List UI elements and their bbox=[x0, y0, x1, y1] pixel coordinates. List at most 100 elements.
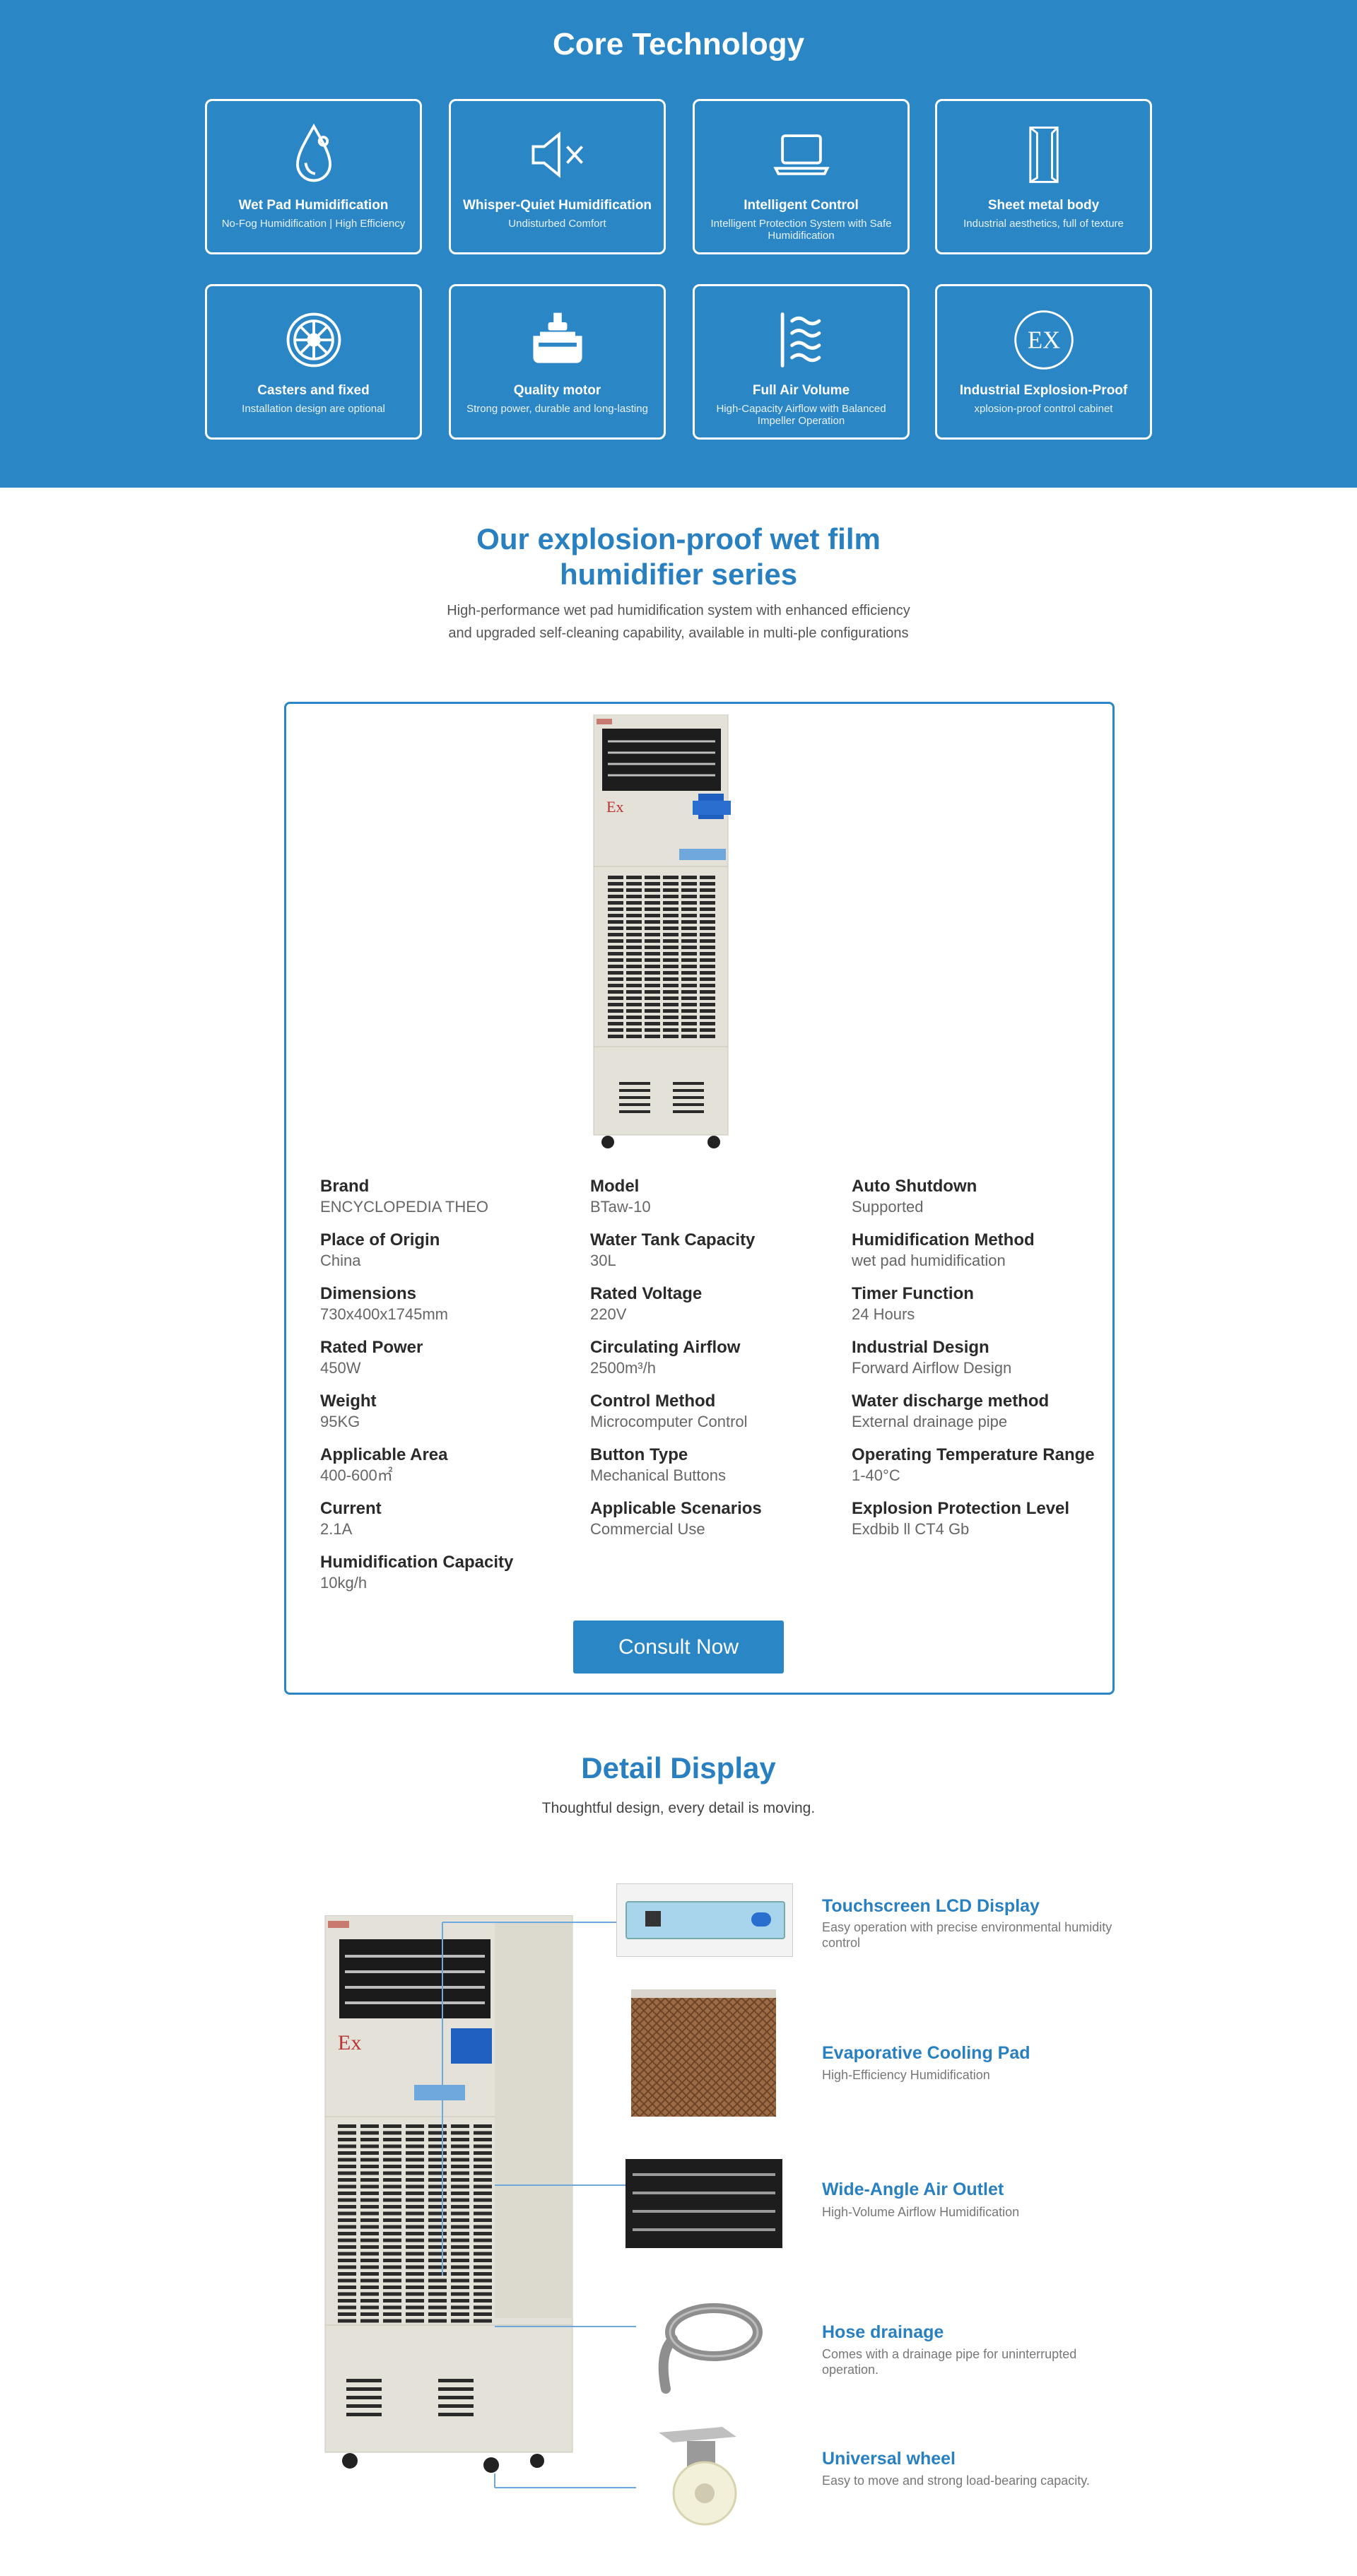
feature-card-quiet: Whisper-Quiet Humidification Undisturbed… bbox=[449, 99, 666, 254]
consult-now-button[interactable]: Consult Now bbox=[573, 1621, 784, 1674]
detail-item-desc: High-Efficiency Humidification bbox=[822, 2068, 990, 2082]
detail-connector-lines bbox=[442, 1922, 636, 2488]
ex-badge-icon: EX bbox=[937, 305, 1150, 375]
spec-value: 2500m³/h bbox=[590, 1359, 656, 1377]
detail-item-desc: Easy operation with precise environmenta… bbox=[822, 1920, 1112, 1950]
feature-card-motor: Quality motor Strong power, durable and … bbox=[449, 284, 666, 440]
water-drop-icon bbox=[207, 119, 420, 190]
spec-label: Water Tank Capacity bbox=[590, 1230, 756, 1249]
spec-label: Brand bbox=[320, 1177, 370, 1196]
cabinet-icon bbox=[937, 119, 1150, 190]
detail-item-title: Wide-Angle Air Outlet bbox=[822, 2180, 1004, 2199]
ex-mark: Ex bbox=[338, 2031, 361, 2054]
feature-title: Full Air Volume bbox=[752, 383, 850, 398]
hose-thumbnail bbox=[636, 2290, 777, 2406]
spec-rated-power: Rated Power 450W bbox=[320, 1337, 423, 1378]
spec-label: Explosion Protection Level bbox=[852, 1499, 1070, 1518]
spec-label: Model bbox=[590, 1177, 640, 1196]
detail-item-desc: Easy to move and strong load-bearing cap… bbox=[822, 2474, 1090, 2488]
spec-value: Forward Airflow Design bbox=[852, 1359, 1012, 1377]
feature-desc: Strong power, durable and long-lasting bbox=[466, 403, 648, 415]
wheel-thumbnail bbox=[645, 2423, 751, 2529]
spec-label: Place of Origin bbox=[320, 1230, 440, 1249]
spec-value: 10kg/h bbox=[320, 1574, 368, 1592]
spec-label: Current bbox=[320, 1499, 382, 1518]
feature-card-explosion-proof: EX Industrial Explosion-Proof xplosion-p… bbox=[935, 284, 1152, 440]
spec-label: Timer Function bbox=[852, 1284, 974, 1303]
core-technology-title: Core Technology bbox=[552, 27, 805, 61]
spec-capacity: Humidification Capacity 10kg/h bbox=[320, 1552, 513, 1593]
spec-label: Button Type bbox=[590, 1445, 688, 1464]
feature-title: Industrial Explosion-Proof bbox=[959, 383, 1128, 398]
spec-value: BTaw-10 bbox=[590, 1198, 651, 1216]
feature-title: Wet Pad Humidification bbox=[238, 198, 389, 213]
series-title-line1: Our explosion-proof wet film bbox=[476, 522, 881, 555]
detail-item-title: Universal wheel bbox=[822, 2449, 956, 2469]
detail-item-title: Hose drainage bbox=[822, 2322, 944, 2342]
spec-value: 450W bbox=[320, 1359, 361, 1377]
spec-label: Applicable Area bbox=[320, 1445, 448, 1464]
ex-mark: Ex bbox=[606, 798, 623, 816]
wind-waves-icon bbox=[695, 305, 907, 375]
laptop-icon bbox=[695, 119, 907, 190]
spec-value: External drainage pipe bbox=[852, 1413, 1008, 1430]
feature-card-air-volume: Full Air Volume High-Capacity Airflow wi… bbox=[693, 284, 910, 440]
humidifier-detail-image: Ex bbox=[324, 1915, 573, 2473]
motor-icon bbox=[451, 305, 664, 375]
feature-card-wet-pad: Wet Pad Humidification No-Fog Humidifica… bbox=[205, 99, 422, 254]
detail-item-title: Touchscreen LCD Display bbox=[822, 1896, 1040, 1916]
cooling-pad-image bbox=[503, 1989, 903, 2117]
humidifier-product-image: Ex bbox=[593, 714, 731, 1148]
feature-card-control: Intelligent Control Intelligent Protecti… bbox=[693, 99, 910, 254]
spec-airflow: Circulating Airflow 2500m³/h bbox=[590, 1337, 740, 1378]
cooling-pad-thumbnail bbox=[503, 1989, 903, 2117]
air-outlet-thumbnail bbox=[625, 2159, 782, 2248]
spec-value: 1-40°C bbox=[852, 1466, 900, 1484]
detail-item-desc: High-Volume Airflow Humidification bbox=[822, 2205, 1020, 2219]
spec-value: Exdbib ll CT4 Gb bbox=[852, 1520, 970, 1538]
spec-label: Humidification Method bbox=[852, 1230, 1035, 1249]
spec-value: ENCYCLOPEDIA THEO bbox=[320, 1198, 488, 1216]
spec-label: Weight bbox=[320, 1392, 377, 1411]
spec-label: Operating Temperature Range bbox=[852, 1445, 1095, 1464]
spec-label: Rated Power bbox=[320, 1338, 423, 1357]
feature-desc: Undisturbed Comfort bbox=[508, 218, 606, 230]
spec-label: Water discharge method bbox=[852, 1392, 1050, 1411]
spec-dimensions: Dimensions 730x400x1745mm bbox=[320, 1283, 448, 1324]
feature-card-casters: Casters and fixed Installation design ar… bbox=[205, 284, 422, 440]
feature-desc: xplosion-proof control cabinet bbox=[974, 403, 1113, 415]
spec-label: Dimensions bbox=[320, 1284, 417, 1303]
wheel-icon bbox=[207, 305, 420, 375]
feature-title: Sheet metal body bbox=[987, 198, 1100, 213]
detail-item-desc: Comes with a drainage pipe for uninterru… bbox=[822, 2347, 1077, 2377]
hose-image bbox=[658, 2303, 763, 2394]
spec-label: Auto Shutdown bbox=[852, 1177, 977, 1196]
feature-title: Intelligent Control bbox=[744, 198, 859, 213]
spec-value: Supported bbox=[852, 1198, 924, 1216]
spec-label: Circulating Airflow bbox=[590, 1338, 741, 1357]
spec-value: 400-600㎡ bbox=[320, 1466, 393, 1484]
spec-value: 95KG bbox=[320, 1413, 360, 1430]
spec-label: Humidification Capacity bbox=[320, 1553, 514, 1572]
detail-display-title: Detail Display bbox=[581, 1751, 776, 1784]
spec-value: 730x400x1745mm bbox=[320, 1305, 449, 1323]
spec-value: China bbox=[320, 1252, 361, 1269]
spec-value: 220V bbox=[590, 1305, 627, 1323]
spec-weight: Weight 95KG bbox=[320, 1391, 377, 1432]
spec-value: Mechanical Buttons bbox=[590, 1466, 726, 1484]
mute-speaker-icon bbox=[451, 119, 664, 190]
feature-desc: No-Fog Humidification | High Efficiency bbox=[221, 218, 406, 230]
